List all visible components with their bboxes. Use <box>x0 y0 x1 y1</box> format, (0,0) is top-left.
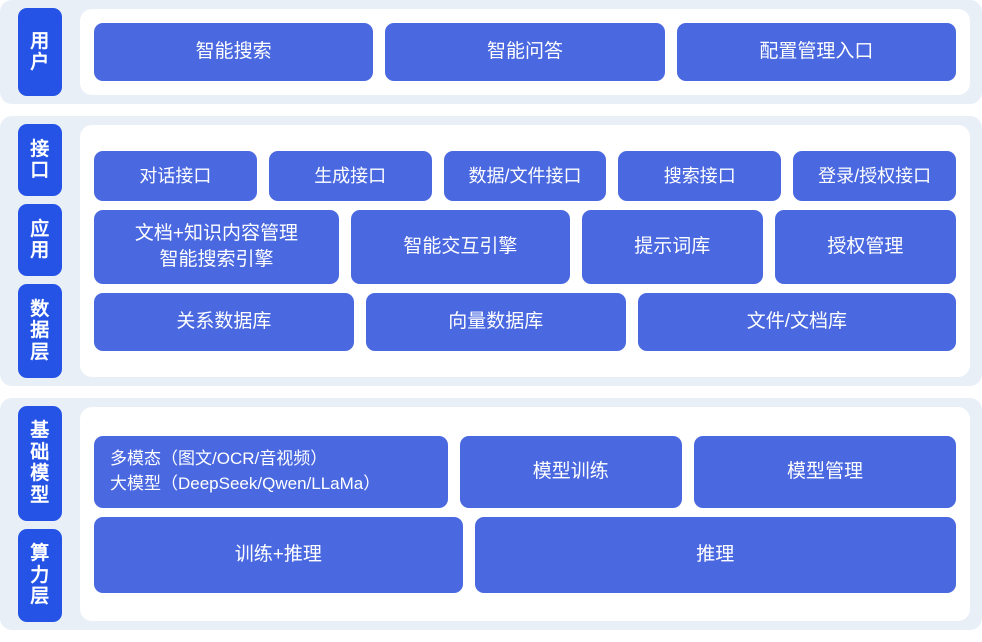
layer-tab-user-label: 用户 <box>30 30 50 73</box>
panel-middle: 对话接口 生成接口 数据/文件接口 搜索接口 登录/授权接口 文档+知识内容管理… <box>80 125 970 377</box>
card-prompt-library[interactable]: 提示词库 <box>581 210 763 284</box>
panel-users: 智能搜索 智能问答 配置管理入口 <box>80 9 970 95</box>
row-data: 关系数据库 向量数据库 文件/文档库 <box>94 293 956 351</box>
row-application: 文档+知识内容管理 智能搜索引擎 智能交互引擎 提示词库 授权管理 <box>94 210 956 284</box>
card-login-auth-api[interactable]: 登录/授权接口 <box>793 151 956 201</box>
card-smart-search[interactable]: 智能搜索 <box>94 23 374 81</box>
card-data-file-api[interactable]: 数据/文件接口 <box>443 151 607 201</box>
section-middle: 接口 应用 数据层 对话接口 生成接口 数据/文件接口 搜索接口 登录/授权接口… <box>0 116 982 386</box>
section-base: 基础模型 算力层 多模态（图文/OCR/音视频） 大模型（DeepSeek/Qw… <box>0 398 982 630</box>
card-smart-interaction-engine[interactable]: 智能交互引擎 <box>350 210 570 284</box>
layer-tab-compute-label: 算力层 <box>30 543 50 608</box>
tab-rail-users: 用户 <box>0 0 80 104</box>
row-user-entries: 智能搜索 智能问答 配置管理入口 <box>94 23 956 81</box>
layer-tab-application-label: 应用 <box>30 218 50 262</box>
card-model-training[interactable]: 模型训练 <box>459 435 683 508</box>
card-config-management-entry[interactable]: 配置管理入口 <box>676 23 956 81</box>
panel-base: 多模态（图文/OCR/音视频） 大模型（DeepSeek/Qwen/LLaMa）… <box>80 407 970 621</box>
card-doc-knowledge-management[interactable]: 文档+知识内容管理 智能搜索引擎 <box>94 210 339 284</box>
row-model: 多模态（图文/OCR/音视频） 大模型（DeepSeek/Qwen/LLaMa）… <box>94 435 956 508</box>
card-multimodal-large-model[interactable]: 多模态（图文/OCR/音视频） 大模型（DeepSeek/Qwen/LLaMa） <box>94 435 448 508</box>
row-compute: 训练+推理 推理 <box>94 516 956 593</box>
card-generation-api[interactable]: 生成接口 <box>268 151 432 201</box>
card-relational-database[interactable]: 关系数据库 <box>94 293 354 351</box>
card-file-document-store[interactable]: 文件/文档库 <box>637 293 956 351</box>
layer-tab-user[interactable]: 用户 <box>18 8 62 96</box>
layer-tab-foundation-model[interactable]: 基础模型 <box>18 406 62 521</box>
card-search-api[interactable]: 搜索接口 <box>618 151 782 201</box>
card-model-management[interactable]: 模型管理 <box>694 435 956 508</box>
card-authorization-management[interactable]: 授权管理 <box>774 210 956 284</box>
row-interface: 对话接口 生成接口 数据/文件接口 搜索接口 登录/授权接口 <box>94 151 956 201</box>
layer-tab-interface[interactable]: 接口 <box>18 124 62 197</box>
tab-rail-middle: 接口 应用 数据层 <box>0 116 80 386</box>
section-users: 用户 智能搜索 智能问答 配置管理入口 <box>0 0 982 104</box>
card-training-and-inference[interactable]: 训练+推理 <box>94 516 463 593</box>
layer-tab-foundation-model-label: 基础模型 <box>30 420 50 506</box>
layer-tab-application[interactable]: 应用 <box>18 204 62 277</box>
layer-tab-compute[interactable]: 算力层 <box>18 528 62 622</box>
card-dialog-api[interactable]: 对话接口 <box>94 151 257 201</box>
card-smart-qa[interactable]: 智能问答 <box>385 23 665 81</box>
tab-rail-base: 基础模型 算力层 <box>0 398 80 630</box>
layer-tab-data-label: 数据层 <box>30 298 50 363</box>
card-inference[interactable]: 推理 <box>474 516 956 593</box>
layer-tab-data[interactable]: 数据层 <box>18 284 62 378</box>
card-vector-database[interactable]: 向量数据库 <box>365 293 626 351</box>
layer-tab-interface-label: 接口 <box>30 138 50 182</box>
